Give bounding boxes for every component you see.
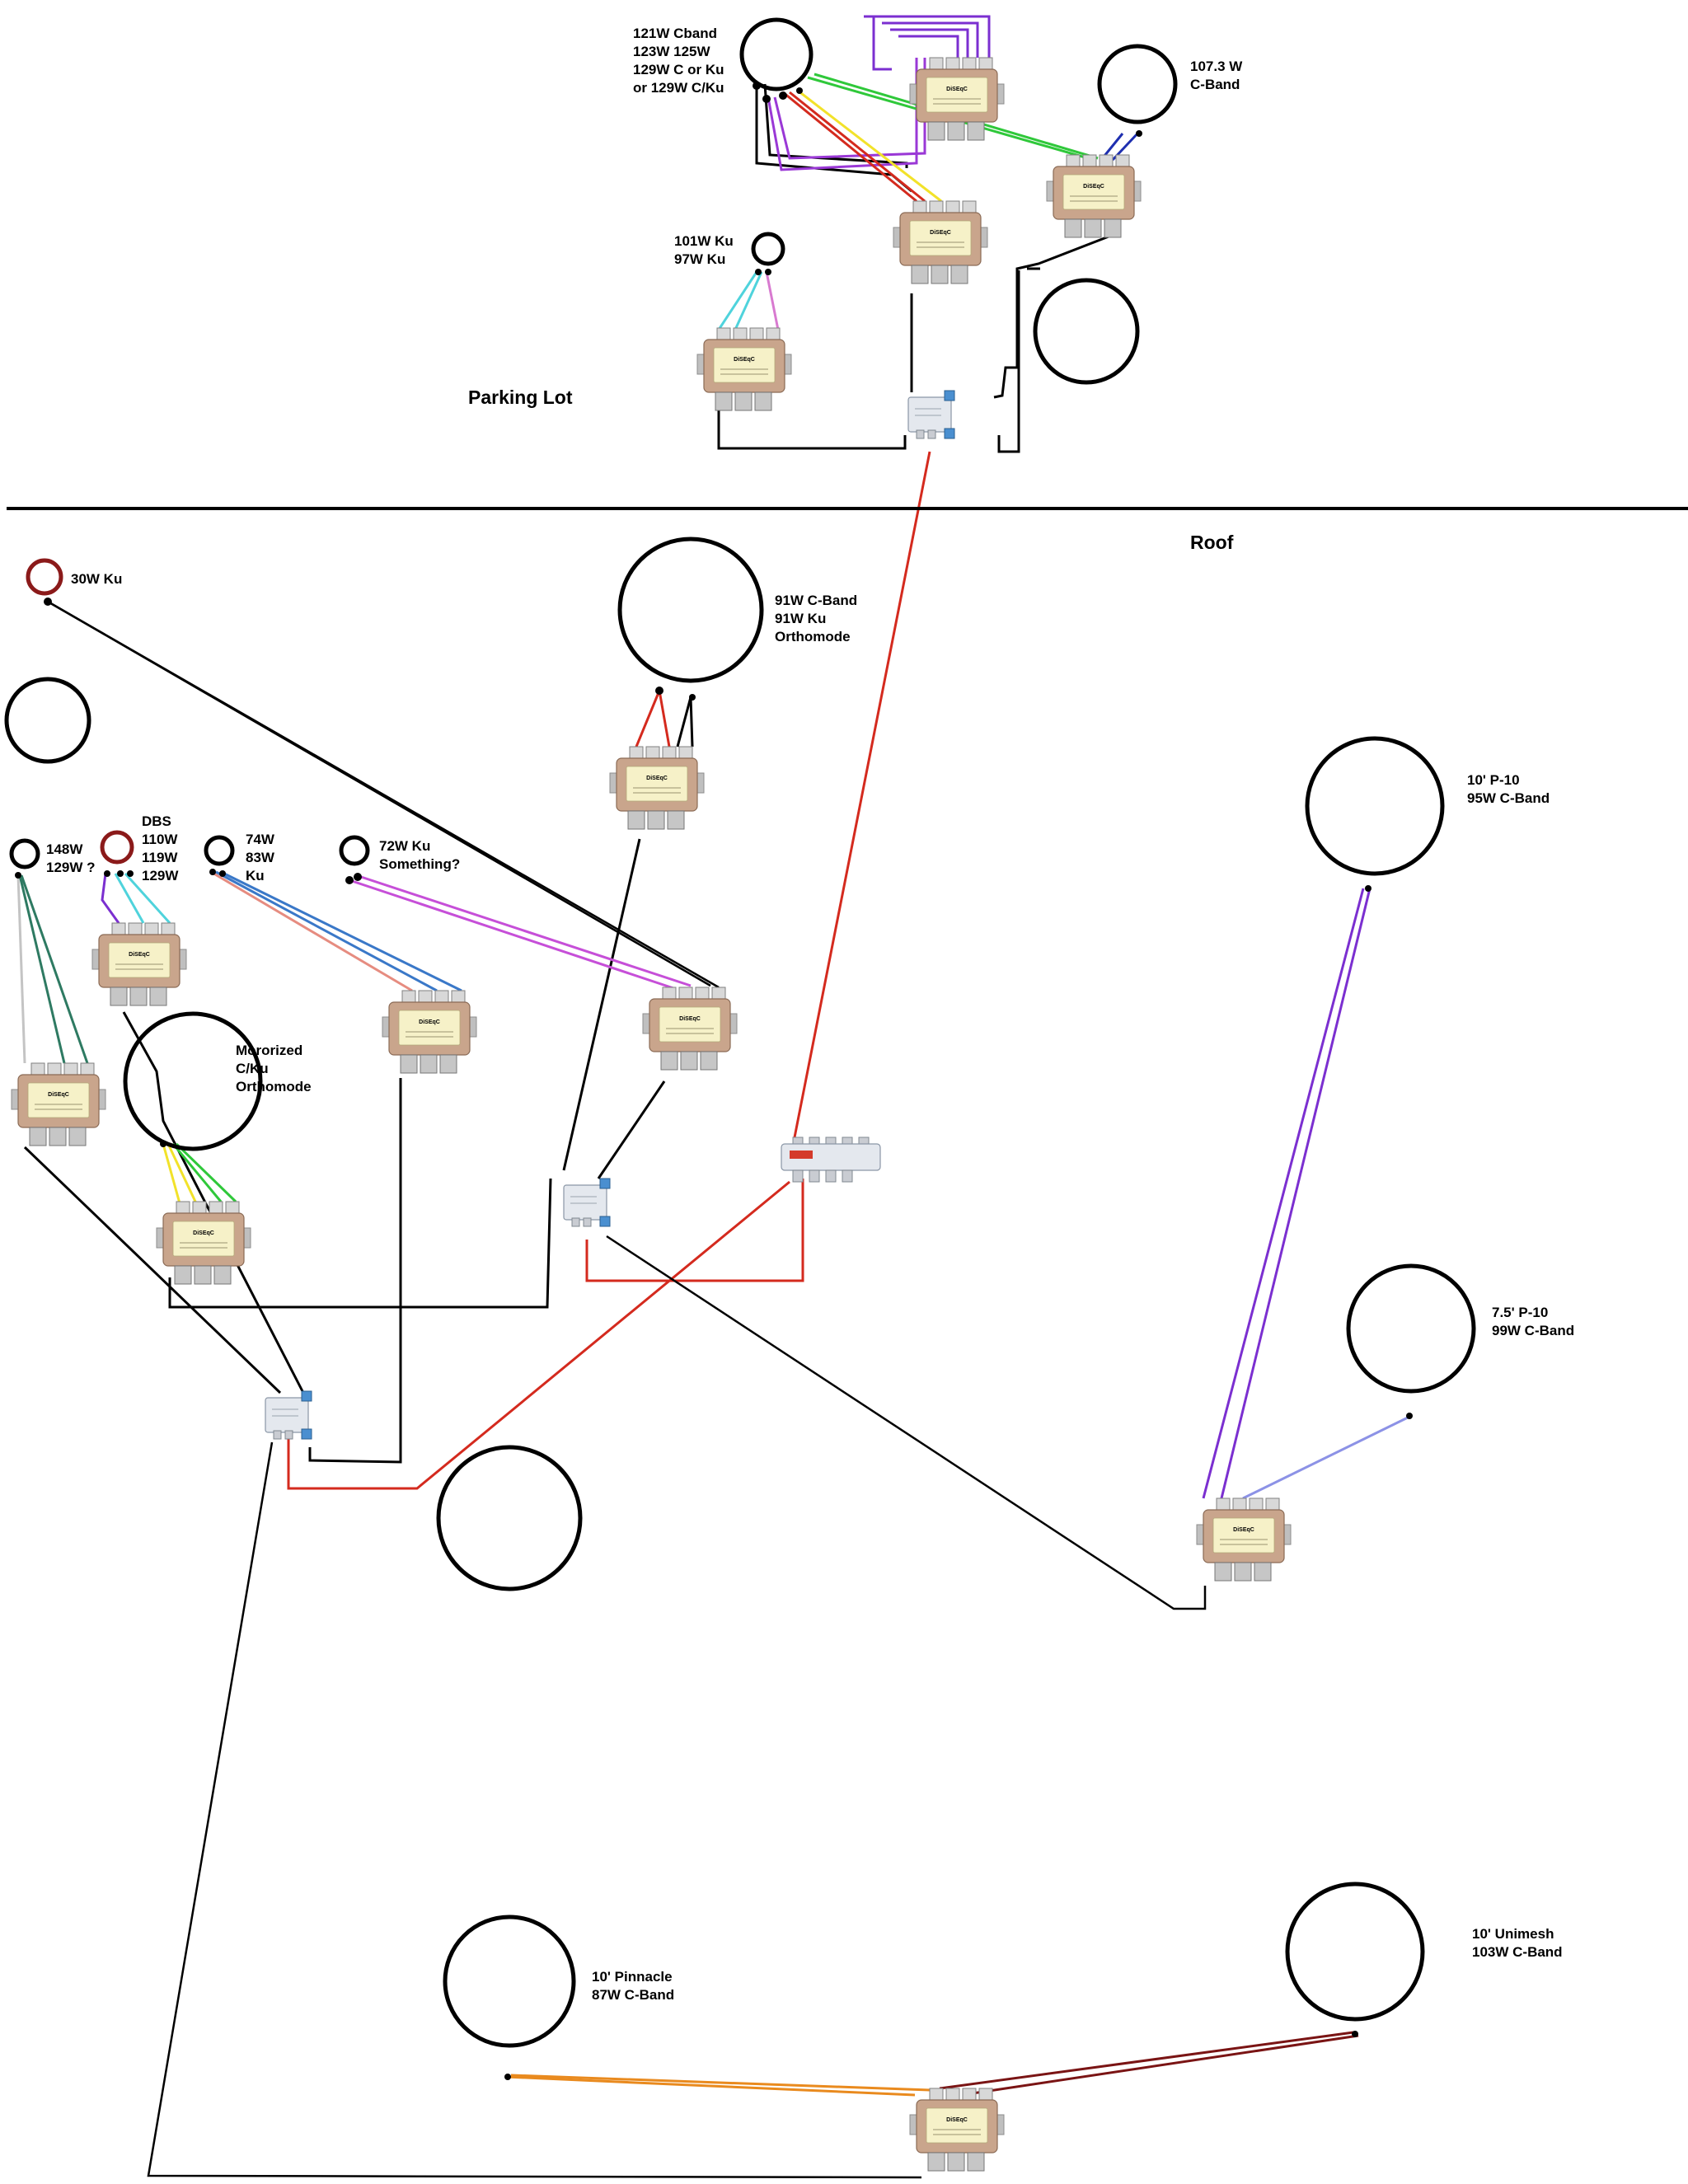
dish-p10-75ft <box>1346 1263 1476 1394</box>
dish-unimesh <box>1285 1882 1425 2022</box>
diseqc-switch-icon <box>11 1062 106 1146</box>
diseqc-switch-91w <box>609 746 705 830</box>
parking-lot-title: Parking Lot <box>468 387 573 408</box>
cables-bottom-dishes <box>505 2031 1359 2097</box>
diseqc-switch-icon <box>156 1201 251 1285</box>
splitter-icon <box>907 390 955 439</box>
cable-roof-to-p10 <box>606 1235 1207 1610</box>
label-30w: 30W Ku <box>71 571 122 587</box>
diseqc-switch-74w <box>382 990 477 1074</box>
roof-title: Roof <box>1190 532 1234 553</box>
dish-101w <box>751 232 785 266</box>
dish-parking-unlabeled <box>1033 278 1140 385</box>
dish-motorized <box>123 1011 263 1151</box>
label-motorized: Mororized C/Ku Orthomode <box>236 1043 312 1094</box>
dish-pinnacle <box>443 1915 576 2048</box>
diseqc-switch-icon <box>91 922 187 1006</box>
label-148w: 148W 129W ? <box>46 841 96 875</box>
diseqc-switch-icon <box>696 327 792 411</box>
diseqc-switch-p10 <box>1196 1497 1292 1582</box>
dish-roof-mid-unlabeled <box>436 1445 583 1591</box>
label-dbs: DBS 110W 119W 129W <box>142 813 181 883</box>
diseqc-switch-72w <box>642 987 738 1071</box>
label-121w: 121W Cband 123W 125W 129W C or Ku or 129… <box>633 26 728 96</box>
label-72w: 72W Ku Something? <box>379 838 460 872</box>
diseqc-switch-dbs <box>91 922 187 1006</box>
dish-72w <box>339 835 370 866</box>
cable-red-trunk <box>793 451 931 1138</box>
multiswitch-icon <box>781 1137 881 1183</box>
label-unimesh: 10' Unimesh 103W C-Band <box>1472 1926 1563 1960</box>
diseqc-switch-bottom <box>909 2088 1005 2172</box>
diseqc-switch-icon <box>1196 1497 1292 1582</box>
dish-91w <box>617 537 764 683</box>
diseqc-switch-motorized <box>156 1201 251 1285</box>
diseqc-switch-icon <box>609 746 705 830</box>
dish-107w <box>1097 44 1178 124</box>
dish-roof-left-unlabeled <box>4 677 91 764</box>
cables-parking-black <box>717 231 1120 453</box>
dish-148w <box>9 838 40 869</box>
diseqc-switch-121w-lower <box>893 200 988 284</box>
label-p10-75ft: 7.5' P-10 99W C-Band <box>1492 1305 1574 1338</box>
cables-30w <box>47 600 720 989</box>
splitter-roof-left <box>265 1390 312 1440</box>
cables <box>16 15 1409 2179</box>
multiswitch-roof <box>781 1137 881 1183</box>
diseqc-switch-icon <box>382 990 477 1074</box>
dish-74w <box>204 835 235 866</box>
dish-121w <box>739 17 814 91</box>
diseqc-switch-icon <box>642 987 738 1071</box>
label-101w: 101W Ku 97W Ku <box>674 233 738 267</box>
label-107w: 107.3 W C-Band <box>1190 59 1246 92</box>
cables-motorized <box>162 1142 552 1309</box>
diseqc-switch-icon <box>893 200 988 284</box>
cables-101w <box>717 271 780 330</box>
diseqc-switch-101w <box>696 327 792 411</box>
splitter-icon <box>265 1390 312 1440</box>
diseqc-switch-148w <box>11 1062 106 1146</box>
diseqc-switch-107w <box>1046 154 1142 238</box>
cable-red-to-left-splitter <box>287 1180 790 1490</box>
dish-p10-10ft <box>1305 736 1445 876</box>
cables-91w <box>562 690 694 1171</box>
dish-dbs <box>100 830 134 865</box>
cable-roof-red-loop <box>585 1179 804 1282</box>
cables-72w <box>349 874 692 1179</box>
cables-148w <box>16 874 282 1394</box>
diseqc-switch-icon <box>909 2088 1005 2172</box>
cables-p10 <box>1202 888 1409 1500</box>
label-p10-10ft: 10' P-10 95W C-Band <box>1467 772 1550 806</box>
label-74w: 74W 83W Ku <box>246 832 279 883</box>
label-91w: 91W C-Band 91W Ku Orthomode <box>775 593 861 644</box>
splitter-roof-center <box>563 1178 611 1227</box>
diseqc-switch-icon <box>1046 154 1142 238</box>
cables-74w <box>210 870 462 1464</box>
splitter-parking <box>907 390 955 439</box>
label-pinnacle: 10' Pinnacle 87W C-Band <box>592 1969 676 2003</box>
dish-30w <box>26 558 63 596</box>
splitter-icon <box>563 1178 611 1227</box>
cable-left-to-bottom <box>147 1441 922 2179</box>
